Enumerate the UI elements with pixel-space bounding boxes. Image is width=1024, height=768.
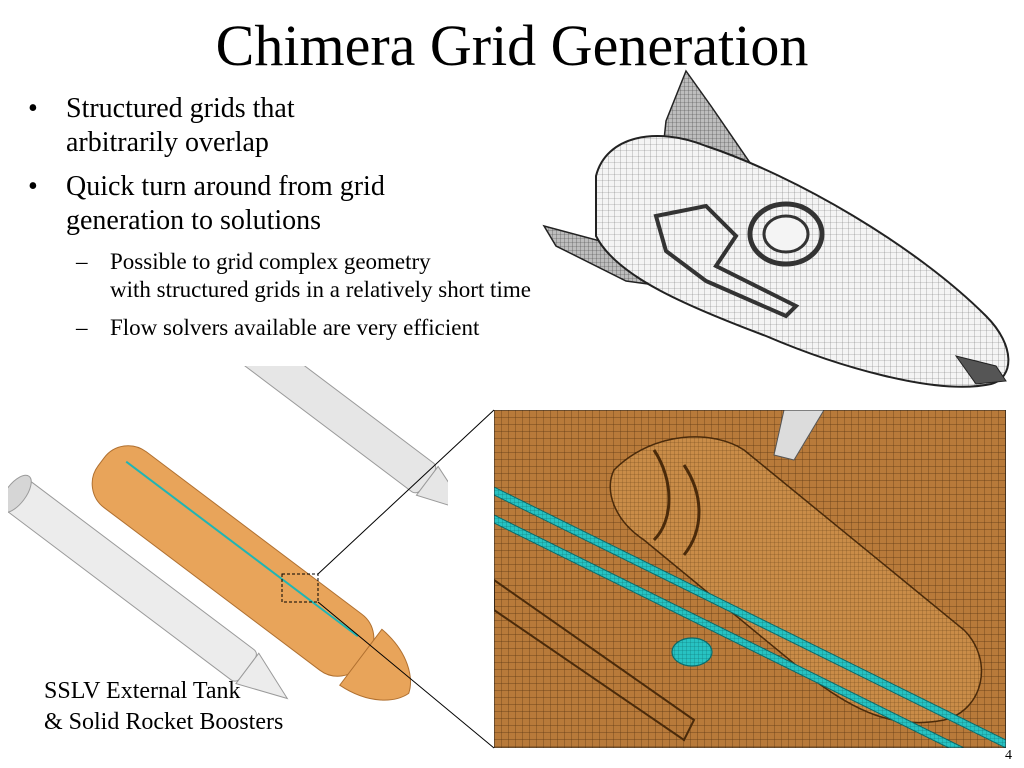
slide-title: Chimera Grid Generation [215, 13, 809, 78]
sub-bullet-item: – Possible to grid complex geometry with… [28, 248, 648, 304]
bullet-list: • Structured grids that arbitrarily over… [28, 92, 648, 352]
sub-bullet-marker: – [76, 315, 88, 340]
figure-caption: SSLV External Tank & Solid Rocket Booste… [44, 678, 284, 735]
bullet-text: Quick turn around from grid generation t… [66, 171, 385, 236]
bullet-item: • Structured grids that arbitrarily over… [28, 92, 648, 160]
sub-bullet-marker: – [76, 249, 88, 274]
sub-bullet-item: – Flow solvers available are very effici… [28, 314, 648, 342]
bullet-text: Structured grids that arbitrarily overla… [66, 93, 295, 158]
spacecraft-grid-image [542, 69, 1010, 388]
shuttle-stack-image [8, 366, 448, 701]
sub-bullet-text: Possible to grid complex geometry with s… [110, 249, 531, 302]
bullet-marker: • [28, 171, 38, 202]
page-number: 4 [1005, 748, 1012, 763]
bullet-marker: • [28, 93, 38, 124]
sub-bullet-text: Flow solvers available are very efficien… [110, 315, 480, 340]
bullet-item: • Quick turn around from grid generation… [28, 170, 648, 238]
mesh-detail-image [494, 410, 1006, 748]
